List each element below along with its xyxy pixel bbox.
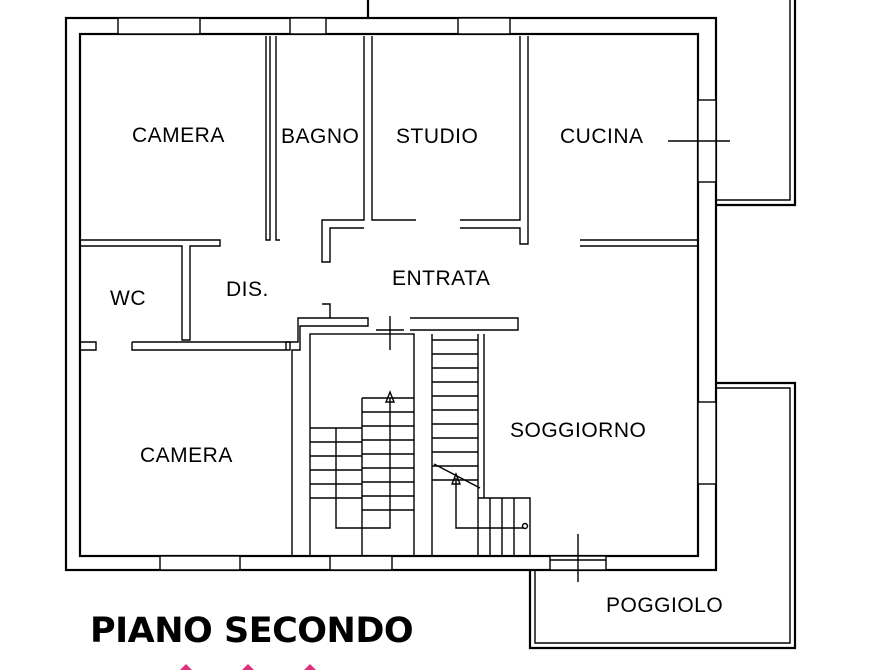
window-studio	[457, 17, 511, 35]
window-bagno	[289, 17, 327, 35]
room-label-cucina: CUCINA	[560, 125, 644, 148]
window-camera-top	[117, 17, 201, 35]
room-label-dis: DIS.	[226, 278, 269, 301]
room-label-studio: STUDIO	[396, 125, 478, 148]
stair-treads-left	[310, 390, 414, 556]
wall-stair-left	[291, 317, 369, 556]
window-soggiorno	[697, 401, 717, 485]
wall-camera-top-bottom	[80, 239, 221, 341]
room-label-wc: WC	[110, 287, 146, 310]
outer-wall	[64, 16, 718, 572]
wall-camera-bagno	[265, 36, 271, 241]
room-label-entrata: ENTRATA	[392, 267, 490, 290]
balcony-top-right-inner	[716, 0, 791, 201]
room-label-poggiolo: POGGIOLO	[606, 594, 723, 617]
room-label-camera-bottom: CAMERA	[140, 444, 233, 467]
marker-icons	[180, 664, 316, 670]
wall-studio-left	[371, 36, 416, 221]
window-camera-bottom	[159, 555, 241, 571]
wall-dis-corner	[285, 303, 331, 350]
stair-treads-right	[431, 334, 531, 557]
wall-bagno-left	[275, 36, 280, 241]
room-label-camera-top: CAMERA	[132, 124, 225, 147]
marker-icon	[180, 664, 192, 670]
wall-wc-bottom-left	[80, 341, 97, 351]
poggiolo-balcony-inner	[534, 387, 791, 644]
wall-studio-bottom	[460, 36, 529, 245]
window-stair	[329, 555, 393, 571]
inner-wall	[78, 32, 700, 558]
marker-icon	[242, 664, 254, 670]
wall-bagno-bottom	[321, 36, 365, 263]
marker-icon	[304, 664, 316, 670]
room-label-bagno: BAGNO	[281, 125, 359, 148]
floor-title: PIANO SECONDO	[90, 611, 413, 651]
balcony-top-right	[716, 0, 797, 207]
poggiolo-balcony	[528, 381, 797, 650]
wall-wc-bottom	[131, 341, 291, 351]
wall-studio-right	[460, 36, 521, 221]
room-label-soggiorno: SOGGIORNO	[510, 419, 646, 442]
wall-stair-top	[410, 317, 519, 331]
